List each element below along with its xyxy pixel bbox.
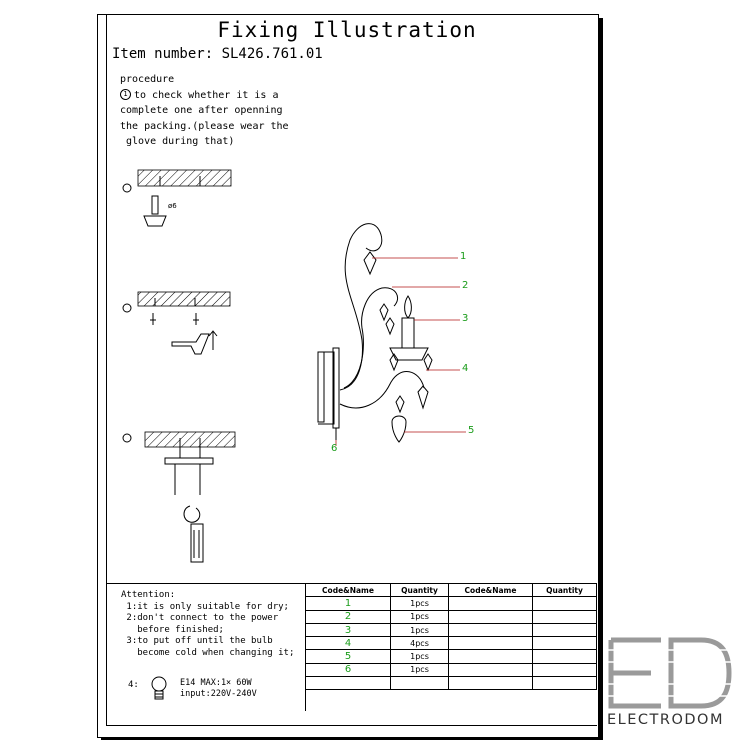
electrodom-logo-icon [606,637,732,709]
header-qty-1: Quantity [390,582,449,598]
crystal-4 [417,385,429,410]
header-qty-2: Quantity [532,582,597,598]
crystal-1 [363,251,377,276]
callout-3: 3 [462,313,469,324]
procedure-heading: procedure [120,74,175,85]
callout-1: 1 [460,251,467,262]
ceiling-hatch-2 [137,291,231,307]
crystal-5 [391,415,407,443]
lower-arm [339,371,425,409]
wire-coil [183,505,201,523]
drill-size-label: ø6 [168,202,177,210]
callout-5: 5 [468,425,475,436]
attention-notes: Attention: 1:it is only suitable for dry… [121,590,295,658]
sheet-inner-frame [106,15,597,726]
ceiling-hatch-1 [137,169,232,187]
bulb-icon [151,676,167,700]
screw-icon-b [193,313,199,325]
header-code-2: Code&Name [448,582,533,598]
item-number: Item number: SL426.761.01 [112,46,323,62]
callout-4: 4 [462,363,469,374]
drip-cup [389,347,429,361]
backplate [318,351,335,425]
drill-bit-icon [151,195,159,215]
bulb-spec: E14 MAX:1× 60W input:220V-240V [180,678,257,699]
table-row [305,676,597,691]
callout-2: 2 [462,280,469,291]
header-code-1: Code&Name [305,582,391,598]
ceiling-hatch-3 [144,431,236,448]
page-title: Fixing Illustration [217,18,477,42]
middle-arm [343,287,398,389]
hammer-icon [171,333,210,355]
brand-name: ELECTRODOM [607,712,724,728]
arrow-up-icon [208,330,218,350]
screw-icon-a [150,313,156,325]
callout-6: 6 [331,443,338,454]
step-1-number: 1 [120,89,131,100]
step-4-label: 4: [128,680,139,690]
bulb-flame [404,295,412,319]
mounting-plate [164,457,214,465]
drill-icon [143,215,167,227]
table-header-row: Code&Name Quantity Code&Name Quantity [305,582,597,598]
lamp-arm-sketch [190,523,204,563]
step-1-text: to check whether it is a complete one af… [120,89,289,148]
